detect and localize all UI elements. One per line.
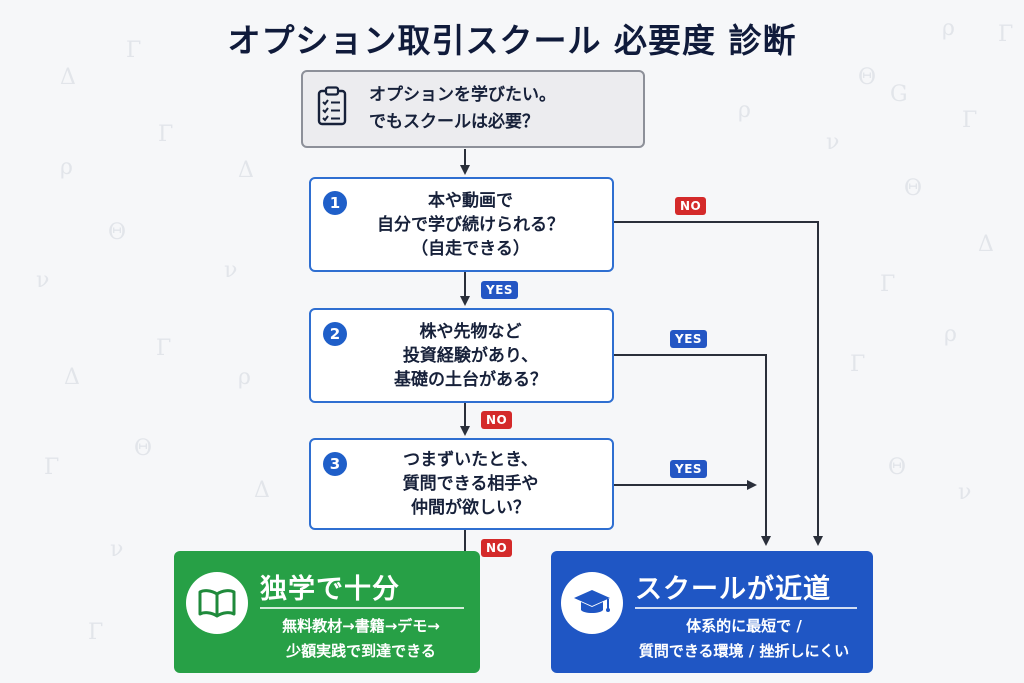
arrow-q2-yes-to-school (613, 354, 771, 546)
background-glyph: ρ (738, 98, 751, 123)
question-3-box: 3 つまずいたとき、 質問できる相手や 仲間が欲しい？ (309, 438, 614, 530)
background-glyph: Δ (238, 158, 254, 183)
q1-yes-tag: YES (481, 281, 519, 299)
background-glyph: Γ (850, 352, 866, 377)
clipboard-checklist-icon (317, 85, 347, 133)
arrow-q1-no-to-school (613, 221, 823, 546)
question-1-line-2: 自分で学び続けられる？ (377, 214, 564, 235)
question-2-line-3: 基礎の土台がある？ (394, 369, 547, 390)
result-school-divider (635, 607, 857, 609)
background-glyph: Γ (44, 455, 60, 480)
background-glyph: Δ (60, 65, 76, 90)
background-glyph: ν (110, 537, 124, 562)
result-school-title: スクールが近道 (635, 574, 831, 605)
question-1-box: 1 本や動画で 自分で学び続けられる？ （自走できる） (309, 177, 614, 272)
q2-no-tag: NO (481, 411, 513, 429)
background-glyph: ν (826, 130, 840, 155)
background-glyph: Γ (880, 272, 896, 297)
background-glyph: Θ (134, 436, 153, 461)
result-self-study-line-2: 少額実践で到達できる (286, 642, 436, 660)
background-glyph: ν (36, 268, 50, 293)
start-question: オプションを学びたい。 でもスクールは必要？ (369, 82, 556, 136)
background-glyph: Θ (108, 220, 127, 245)
result-self-study: 独学で十分 無料教材→書籍→デモ→ 少額実践で到達できる (174, 551, 480, 673)
background-glyph: ν (958, 480, 972, 505)
background-glyph: ρ (942, 16, 955, 41)
result-self-study-title: 独学で十分 (260, 574, 400, 605)
start-line-1: オプションを学びたい。 (369, 85, 556, 105)
result-school: スクールが近道 体系的に最短で / 質問できる環境 / 挫折しにくい (551, 551, 873, 673)
background-glyph: G (890, 82, 908, 107)
result-school-line-1: 体系的に最短で / (686, 617, 802, 635)
background-glyph: Θ (858, 65, 877, 90)
question-3-line-3: 仲間が欲しい？ (410, 498, 530, 518)
question-2-text: 株や先物など 投資経験があり、 基礎の土台がある？ (394, 320, 547, 392)
background-glyph: Δ (64, 365, 80, 390)
q1-no-tag: NO (675, 197, 707, 215)
question-1-number: 1 (323, 191, 347, 215)
result-school-description: 体系的に最短で / 質問できる環境 / 挫折しにくい (621, 614, 867, 664)
q2-yes-tag: YES (670, 330, 708, 348)
result-self-study-divider (260, 607, 464, 609)
question-3-line-2: 質問できる相手や (402, 474, 539, 494)
background-glyph: Γ (126, 38, 142, 63)
background-glyph: ρ (238, 365, 251, 390)
background-glyph: Θ (904, 176, 923, 201)
question-3-number: 3 (323, 452, 347, 476)
question-1-line-3: （自走できる） (411, 238, 530, 259)
question-3-text: つまずいたとき、 質問できる相手や 仲間が欲しい？ (403, 448, 539, 520)
graduation-cap-icon (561, 572, 623, 634)
start-line-2: でもスクールは必要？ (369, 112, 539, 132)
background-glyph: Γ (998, 22, 1014, 47)
question-3-line-1: つまずいたとき、 (403, 450, 538, 470)
background-glyph: Θ (888, 455, 907, 480)
background-glyph: ρ (60, 155, 73, 180)
background-glyph: Δ (254, 478, 270, 503)
background-glyph: Δ (978, 232, 994, 257)
background-glyph: Γ (962, 108, 978, 133)
question-2-box: 2 株や先物など 投資経験があり、 基礎の土台がある？ (309, 308, 614, 403)
background-glyph: Γ (158, 122, 174, 147)
question-1-line-1: 本や動画で (428, 190, 513, 211)
background-glyph: ρ (944, 322, 957, 347)
page-title: オプション取引スクール 必要度 診断 (227, 21, 797, 60)
start-node: オプションを学びたい。 でもスクールは必要？ (301, 70, 645, 148)
result-school-line-2: 質問できる環境 / 挫折しにくい (638, 642, 850, 660)
question-2-line-1: 株や先物など (419, 321, 522, 342)
background-glyph: Γ (88, 620, 104, 645)
background-glyph: Γ (156, 336, 172, 361)
q3-no-tag: NO (481, 539, 513, 557)
question-1-text: 本や動画で 自分で学び続けられる？ （自走できる） (377, 189, 564, 261)
background-glyph: ν (224, 258, 238, 283)
question-2-line-2: 投資経験があり、 (402, 345, 539, 366)
result-self-study-line-1: 無料教材→書籍→デモ→ (282, 617, 440, 635)
q3-yes-tag: YES (670, 460, 708, 478)
result-self-study-description: 無料教材→書籍→デモ→ 少額実践で到達できる (250, 614, 472, 664)
question-2-number: 2 (323, 322, 347, 346)
open-book-icon (186, 572, 248, 634)
